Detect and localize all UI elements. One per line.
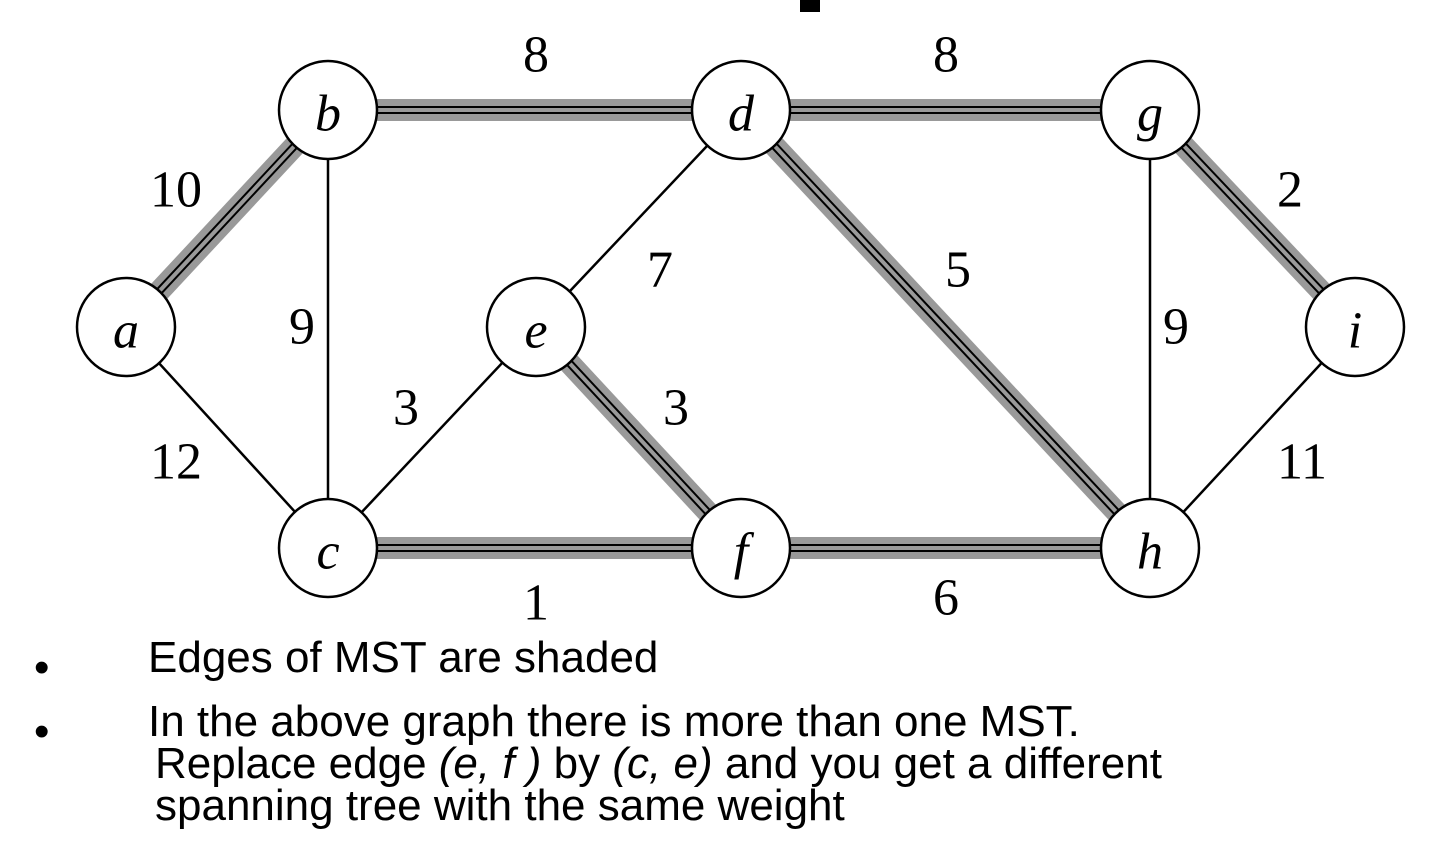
edge-weight-a-b: 10 <box>150 162 202 219</box>
mst-shade-d-h <box>732 102 1159 556</box>
title-fragment <box>800 0 820 12</box>
edge-e-f-line-1 <box>533 328 740 551</box>
bullet-dot: • <box>34 643 50 692</box>
edge-weight-d-e: 7 <box>647 242 673 299</box>
edge-weight-g-h: 9 <box>1163 299 1189 356</box>
node-b: b <box>277 59 379 161</box>
node-label: d <box>728 86 755 143</box>
edge-d-h-line-1 <box>738 111 1149 551</box>
node-circle <box>690 59 792 161</box>
node-circle <box>75 276 177 378</box>
node-c: c <box>277 497 379 599</box>
node-label: g <box>1137 86 1163 143</box>
node-circle <box>277 497 379 599</box>
text-fragment: and you get a different <box>712 739 1162 788</box>
text-fragment: by <box>541 739 613 788</box>
edge-weight-d-h: 5 <box>945 242 971 299</box>
edge-weight-layer: 10 12 9 8 3 1 7 8 5 3 6 9 2 11 <box>150 27 1327 632</box>
node-label: e <box>524 303 547 360</box>
node-h: h <box>1099 497 1201 599</box>
node-d: d <box>690 59 792 161</box>
edge-d-h-line-2 <box>742 107 1153 547</box>
edge-weight-h-i: 11 <box>1277 434 1327 491</box>
bullet-text: Edges of MST are shaded <box>148 633 659 682</box>
node-label: h <box>1137 524 1163 581</box>
node-circle <box>485 276 587 378</box>
node-circle <box>1304 276 1406 378</box>
edge-ce-ref: (c, e) <box>612 739 713 788</box>
bullet-text-line-1: In the above graph there is more than on… <box>148 697 1080 746</box>
node-circle <box>1099 59 1201 161</box>
bullet-text-line-3: spanning tree with the same weight <box>155 781 845 830</box>
bullet-dot: • <box>34 707 50 756</box>
edge-ef-ref: (e, f ) <box>438 739 542 788</box>
mst-graph-diagram: 10 12 9 8 3 1 7 8 5 3 6 9 2 11 a b c d e f g h i <box>75 27 1406 632</box>
edge-weight-c-e: 3 <box>393 380 419 437</box>
node-label: a <box>113 303 139 360</box>
node-label: c <box>316 524 339 581</box>
node-a: a <box>75 276 177 378</box>
edge-weight-a-c: 12 <box>150 434 202 491</box>
edge-weight-e-f: 3 <box>663 380 689 437</box>
edge-c-e <box>327 326 537 549</box>
node-f: f <box>690 497 792 599</box>
edge-weight-f-h: 6 <box>933 570 959 627</box>
node-circle <box>277 59 379 161</box>
node-label: b <box>315 86 341 143</box>
edge-e-f-line-2 <box>537 324 744 547</box>
bullet-text-line-2: Replace edge (e, f ) by (c, e) and you g… <box>155 742 1162 786</box>
text-fragment: Replace edge <box>155 739 439 788</box>
node-e: e <box>485 276 587 378</box>
edge-weight-g-i: 2 <box>1277 162 1303 219</box>
edge-weight-b-c: 9 <box>289 299 315 356</box>
node-circle <box>1099 497 1201 599</box>
edge-weight-d-g: 8 <box>933 27 959 84</box>
edge-weight-b-d: 8 <box>523 27 549 84</box>
node-layer: a b c d e f g h i <box>75 59 1406 599</box>
edge-weight-c-f: 1 <box>523 575 549 632</box>
node-g: g <box>1099 59 1201 161</box>
node-circle <box>690 497 792 599</box>
node-label: i <box>1348 303 1362 360</box>
node-i: i <box>1304 276 1406 378</box>
